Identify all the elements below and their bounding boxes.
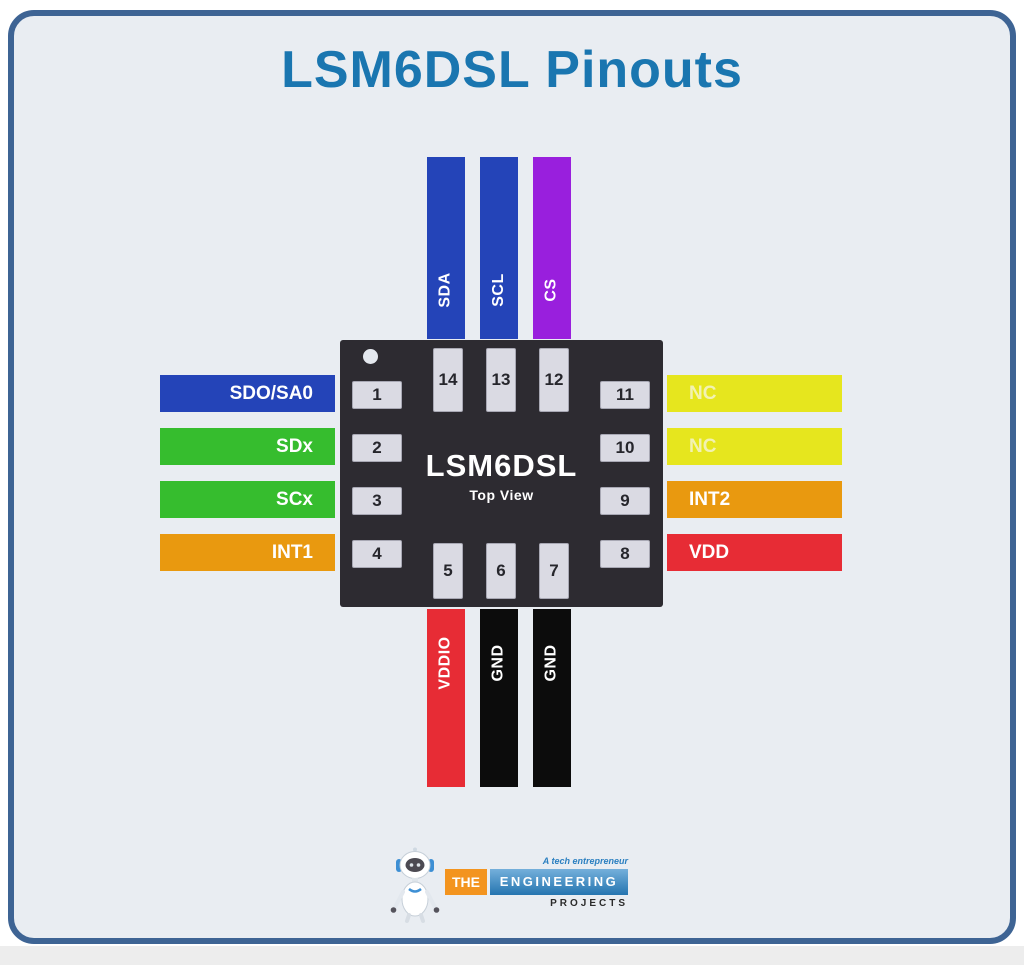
logo-text-block: A tech entrepreneur THE ENGINEERING PROJ… bbox=[445, 855, 628, 909]
pin-label-sdx: SDx bbox=[276, 435, 313, 457]
chip-pad-6: 6 bbox=[486, 543, 516, 599]
robot-mascot-icon bbox=[390, 847, 440, 923]
pin-label-gnd-7: GND bbox=[543, 644, 560, 682]
pin-bar-int1: INT1 bbox=[160, 534, 335, 571]
pin-label-sda: SDA bbox=[437, 272, 454, 308]
pin-bar-nc-10: NC bbox=[667, 428, 842, 465]
chip-pad-5: 5 bbox=[433, 543, 463, 599]
pin-label-nc-11: NC bbox=[689, 382, 717, 404]
pin-bar-nc-11: NC bbox=[667, 375, 842, 412]
pin-bar-sdo-sa0: SDO/SA0 bbox=[160, 375, 335, 412]
pin-bar-cs: CS bbox=[533, 157, 571, 339]
pin-label-gnd-6: GND bbox=[490, 644, 507, 682]
pin-bar-vdd: VDD bbox=[667, 534, 842, 571]
logo-tagline: A tech entrepreneur bbox=[542, 856, 628, 866]
chip-pad-11: 11 bbox=[600, 381, 650, 409]
chip-view-label: Top View bbox=[469, 487, 534, 503]
pin-label-vdd: VDD bbox=[689, 541, 730, 563]
pin-label-scx: SCx bbox=[276, 488, 313, 510]
pin-bar-sdx: SDx bbox=[160, 428, 335, 465]
chip-pad-4: 4 bbox=[352, 540, 402, 568]
pin-label-int2: INT2 bbox=[689, 488, 731, 510]
pin-label-scl: SCL bbox=[490, 273, 507, 307]
chip-body: LSM6DSL Top View 1 2 3 4 14 13 12 11 10 … bbox=[340, 340, 663, 607]
page-title: LSM6DSL Pinouts bbox=[281, 41, 743, 99]
pin-bar-vddio: VDDIO bbox=[427, 609, 465, 787]
logo-badges: THE ENGINEERING bbox=[445, 869, 628, 895]
pin-bar-gnd-7: GND bbox=[533, 609, 571, 787]
bottom-strip bbox=[0, 946, 1024, 965]
chip-pad-9: 9 bbox=[600, 487, 650, 515]
chip-name: LSM6DSL bbox=[425, 448, 578, 483]
pin-label-nc-10: NC bbox=[689, 435, 717, 457]
logo-engineering-badge: ENGINEERING bbox=[490, 869, 628, 895]
pin-label-cs: CS bbox=[542, 278, 560, 302]
pin-label-vddio: VDDIO bbox=[437, 636, 455, 690]
chip-center-text: LSM6DSL Top View bbox=[340, 448, 663, 503]
pin-bar-scx: SCx bbox=[160, 481, 335, 518]
logo-projects-label: PROJECTS bbox=[550, 898, 628, 909]
pin-bar-gnd-6: GND bbox=[480, 609, 518, 787]
logo-the-badge: THE bbox=[445, 869, 487, 895]
chip-pad-8: 8 bbox=[600, 540, 650, 568]
chip-pad-3: 3 bbox=[352, 487, 402, 515]
chip-pad-2: 2 bbox=[352, 434, 402, 462]
brand-logo: A tech entrepreneur THE ENGINEERING PROJ… bbox=[388, 845, 628, 925]
chip-pad-13: 13 bbox=[486, 348, 516, 412]
pin1-marker-dot bbox=[363, 349, 378, 364]
pin-label-int1: INT1 bbox=[271, 541, 313, 563]
chip-pad-7: 7 bbox=[539, 543, 569, 599]
pin-bar-int2: INT2 bbox=[667, 481, 842, 518]
pin-label-sdo-sa0: SDO/SA0 bbox=[229, 382, 313, 404]
chip-pad-10: 10 bbox=[600, 434, 650, 462]
pin-bar-scl: SCL bbox=[480, 157, 518, 339]
pin-bar-sda: SDA bbox=[427, 157, 465, 339]
chip-pad-12: 12 bbox=[539, 348, 569, 412]
chip-pad-14: 14 bbox=[433, 348, 463, 412]
chip-pad-1: 1 bbox=[352, 381, 402, 409]
